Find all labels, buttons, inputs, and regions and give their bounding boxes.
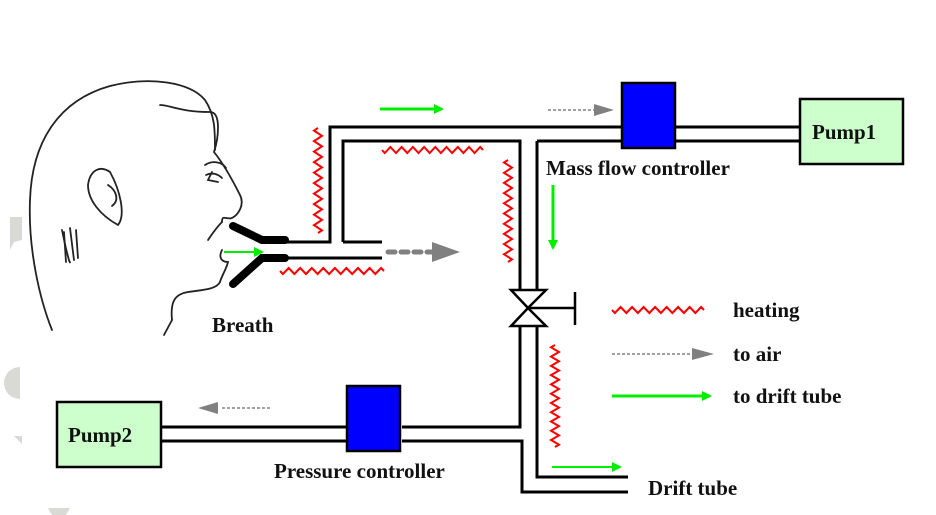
legend-to-drift-tube-label: to drift tube: [733, 384, 842, 408]
heating-elements: [279, 127, 705, 448]
heating-zigzag-top-horizontal: [381, 145, 484, 155]
to-air-arrow-mfc: [548, 104, 614, 116]
to-air-arrow-breath: [385, 242, 460, 262]
pump2-label: Pump2: [68, 423, 132, 447]
watermark-shapes: [4, 217, 70, 515]
mass-flow-controller-box: [620, 81, 677, 150]
tubing-network: [162, 125, 800, 494]
heating-zigzag-drift-line: [548, 344, 562, 448]
legend-heating-label: heating: [733, 298, 800, 322]
legend-heating-zigzag-icon: [611, 305, 705, 315]
pump2-box: [55, 400, 163, 469]
drift-tube-label: Drift tube: [648, 476, 737, 500]
pressure-controller-box: [345, 384, 402, 453]
heating-zigzag-right-vertical: [502, 159, 514, 263]
valve-icon: [508, 288, 577, 328]
legend-gray-arrow-icon: [612, 348, 714, 360]
pump1-box: [798, 97, 905, 166]
pump1-label: Pump1: [812, 120, 876, 144]
pressure-controller-label: Pressure controller: [274, 459, 445, 483]
legend-to-air-label: to air: [733, 342, 781, 366]
heating-zigzag-left-vertical: [312, 127, 324, 234]
to-air-arrow-pump2: [198, 402, 270, 414]
breath-label: Breath: [212, 313, 274, 337]
human-head-illustration: [28, 80, 243, 336]
breath-mask: [229, 222, 289, 288]
heating-zigzag-breath-outlet: [279, 266, 385, 276]
mass-flow-controller-label: Mass flow controller: [546, 156, 730, 180]
